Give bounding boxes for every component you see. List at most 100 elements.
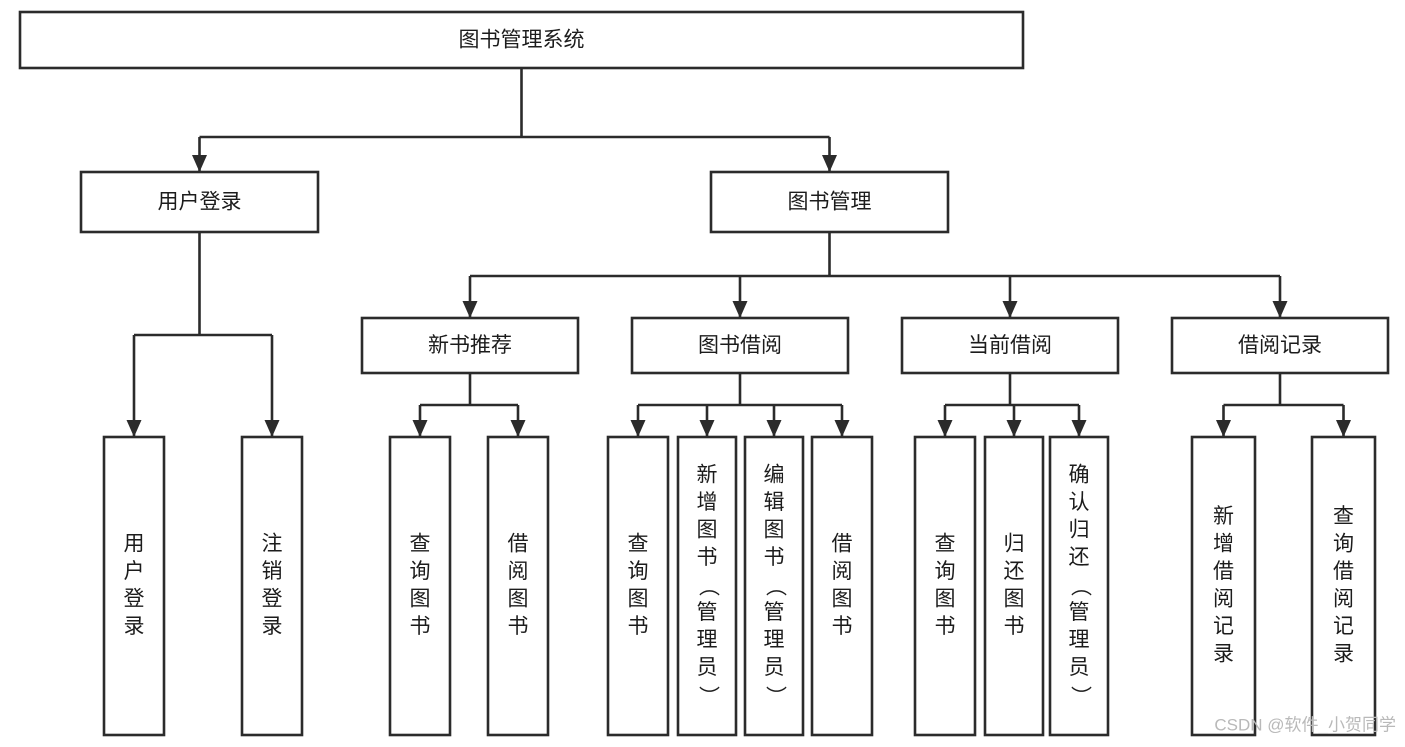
- svg-text:记: 记: [1213, 615, 1234, 638]
- node-borrow-record[interactable]: 借阅记录: [1170, 316, 1390, 375]
- svg-text:阅: 阅: [1213, 587, 1234, 610]
- svg-text:书: 书: [1004, 615, 1025, 638]
- svg-text:询: 询: [628, 560, 649, 583]
- svg-text:查: 查: [410, 532, 431, 555]
- node-new-book-rec[interactable]: 新书推荐: [360, 316, 580, 375]
- svg-text:阅: 阅: [1333, 587, 1354, 610]
- svg-text:）: ）: [696, 686, 719, 707]
- arrow-head-icon-leaf-add-book: [699, 420, 715, 437]
- svg-text:询: 询: [410, 560, 431, 583]
- svg-text:查: 查: [628, 532, 649, 555]
- node-leaf-edit-book-box: [743, 435, 805, 737]
- node-new-book-rec-box: [360, 316, 580, 375]
- svg-text:借: 借: [1333, 560, 1354, 583]
- node-leaf-user-login-label: 用户登录: [124, 532, 145, 638]
- svg-text:）: ）: [763, 686, 786, 707]
- svg-text:注: 注: [262, 532, 283, 555]
- node-boxes-layer: 图书管理系统用户登录图书管理新书推荐图书借阅当前借阅借阅记录用户登录注销登录查询…: [18, 10, 1390, 737]
- svg-text:理: 理: [697, 629, 718, 652]
- arrow-head-icon-user-login: [192, 155, 207, 172]
- svg-text:图: 图: [935, 587, 956, 610]
- svg-text:）: ）: [1068, 686, 1091, 707]
- node-root-图书管理系统[interactable]: 图书管理系统: [18, 10, 1025, 70]
- node-borrow-record-box: [1170, 316, 1390, 375]
- node-book-borrow-box: [630, 316, 850, 375]
- svg-text:书: 书: [935, 615, 956, 638]
- svg-text:管: 管: [764, 601, 785, 624]
- node-current-borrow-label: 当前借阅: [968, 334, 1052, 357]
- svg-text:登: 登: [262, 587, 283, 610]
- svg-text:销: 销: [262, 560, 283, 583]
- svg-text:编: 编: [764, 464, 785, 487]
- node-leaf-query-book-3-box: [913, 435, 977, 737]
- svg-text:查: 查: [1333, 505, 1354, 528]
- svg-text:用: 用: [124, 532, 145, 555]
- arrow-head-icon-new-book-rec: [462, 301, 478, 318]
- svg-text:书: 书: [832, 615, 853, 638]
- svg-text:新: 新: [1213, 505, 1234, 528]
- node-book-manage[interactable]: 图书管理: [709, 170, 950, 234]
- svg-text:确: 确: [1069, 464, 1090, 487]
- svg-text:书: 书: [410, 615, 431, 638]
- node-root-图书管理系统-box: [18, 10, 1025, 70]
- arrow-head-icon-borrow-record: [1272, 301, 1288, 318]
- svg-text:户: 户: [124, 560, 145, 583]
- svg-text:员: 员: [697, 656, 718, 679]
- node-book-borrow-label: 图书借阅: [698, 334, 782, 357]
- arrow-head-icon-leaf-confirm-return: [1071, 420, 1087, 437]
- node-leaf-user-login[interactable]: 用户登录: [102, 435, 166, 737]
- svg-text:借: 借: [832, 532, 853, 555]
- svg-text:图: 图: [832, 587, 853, 610]
- svg-text:管: 管: [697, 601, 718, 624]
- svg-text:还: 还: [1004, 560, 1025, 583]
- svg-text:查: 查: [935, 532, 956, 555]
- node-user-login[interactable]: 用户登录: [79, 170, 320, 234]
- svg-text:图: 图: [628, 587, 649, 610]
- svg-text:增: 增: [697, 491, 718, 514]
- svg-text:理: 理: [1069, 629, 1090, 652]
- svg-text:（: （: [1068, 576, 1091, 597]
- svg-text:图: 图: [410, 587, 431, 610]
- svg-text:（: （: [696, 576, 719, 597]
- arrow-head-icon-leaf-query-book-1: [412, 420, 428, 437]
- csdn-watermark: CSDN @软件_小贺同学: [1214, 715, 1396, 734]
- arrow-head-icon-leaf-add-record: [1216, 420, 1231, 437]
- node-leaf-borrow-book-2-box: [810, 435, 874, 737]
- node-leaf-user-login-box: [102, 435, 166, 737]
- node-book-borrow[interactable]: 图书借阅: [630, 316, 850, 375]
- svg-text:辑: 辑: [764, 491, 785, 514]
- arrow-head-icon-leaf-borrow-book-2: [834, 420, 850, 437]
- svg-text:录: 录: [1213, 642, 1234, 665]
- node-current-borrow[interactable]: 当前借阅: [900, 316, 1120, 375]
- svg-text:记: 记: [1333, 615, 1354, 638]
- connector-lines-layer: [126, 68, 1351, 437]
- node-new-book-rec-label: 新书推荐: [428, 334, 512, 357]
- node-leaf-query-book-1-box: [388, 435, 452, 737]
- svg-text:归: 归: [1069, 519, 1090, 542]
- node-leaf-add-book-box: [676, 435, 738, 737]
- svg-text:图: 图: [1004, 587, 1025, 610]
- svg-text:图: 图: [697, 519, 718, 542]
- node-book-manage-box: [709, 170, 950, 234]
- arrow-head-icon-leaf-return-book: [1006, 420, 1022, 437]
